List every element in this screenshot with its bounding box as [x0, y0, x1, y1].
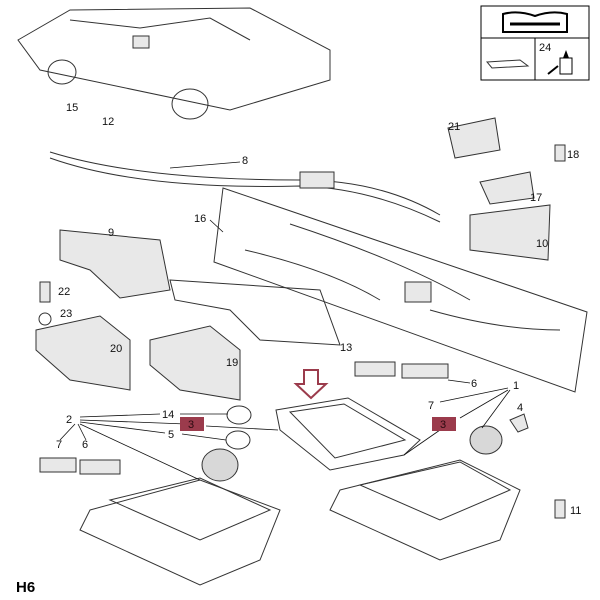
callout-7-left[interactable]: 7: [56, 439, 62, 451]
callout-1[interactable]: 1: [513, 380, 519, 392]
down-arrow-icon: [293, 369, 329, 400]
callout-18[interactable]: 18: [567, 149, 579, 161]
callout-20[interactable]: 20: [110, 343, 122, 355]
callout-16[interactable]: 16: [194, 213, 206, 225]
callout-7-right[interactable]: 7: [428, 400, 434, 412]
leader-lines: [59, 161, 511, 481]
plate-13: [169, 279, 341, 346]
callout-3-highlight-right: [432, 417, 456, 431]
callout-2[interactable]: 2: [66, 414, 72, 426]
vehicle-outline-icon: [485, 59, 530, 69]
callout-3-left[interactable]: 3: [188, 419, 194, 431]
manual-wrench-icon: [502, 11, 568, 33]
info-box: 24: [480, 5, 590, 81]
callout-14[interactable]: 14: [162, 409, 174, 421]
callout-17[interactable]: 17: [530, 192, 542, 204]
callout-10[interactable]: 10: [536, 238, 548, 250]
callout-22[interactable]: 22: [58, 286, 70, 298]
bracket-20: [35, 315, 131, 391]
cable-kit-frame: [213, 187, 588, 393]
gear-boot-trim: [275, 397, 421, 471]
bracket-19: [149, 325, 241, 401]
vehicle-illustration: [17, 7, 331, 120]
callout-4[interactable]: 4: [517, 402, 523, 414]
callout-19[interactable]: 19: [226, 357, 238, 369]
callout-6-left[interactable]: 6: [82, 439, 88, 451]
callout-9[interactable]: 9: [108, 227, 114, 239]
callout-6-right[interactable]: 6: [471, 378, 477, 390]
callout-5[interactable]: 5: [168, 429, 174, 441]
callout-8[interactable]: 8: [242, 155, 248, 167]
section-code: H6: [16, 579, 35, 596]
callout-11[interactable]: 11: [570, 505, 581, 517]
callout-13[interactable]: 13: [340, 342, 352, 354]
callout-3-right[interactable]: 3: [440, 419, 446, 431]
adhesive-bottle-icon: [547, 50, 573, 75]
callout-23[interactable]: 23: [60, 308, 72, 320]
info-item-number: 24: [539, 42, 551, 54]
callout-21[interactable]: 21: [448, 121, 460, 133]
gear-lever-assembly-right: [329, 425, 521, 561]
bracket-9: [59, 229, 171, 299]
callout-3-highlight-left: [180, 417, 204, 431]
callout-12[interactable]: 12: [102, 116, 114, 128]
shift-cables: [49, 151, 441, 223]
callout-15[interactable]: 15: [66, 102, 78, 114]
